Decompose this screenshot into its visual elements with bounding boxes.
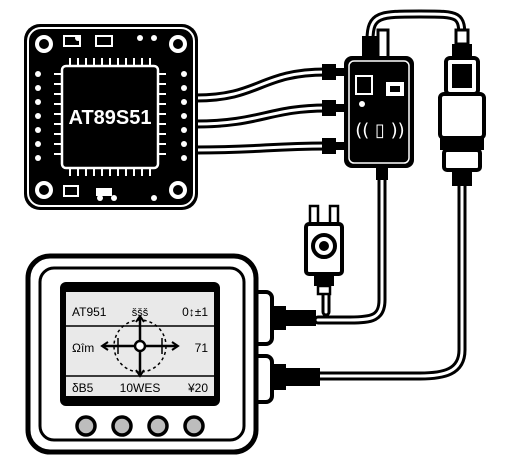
header-pins [35,35,187,201]
lcd-top-left: AT951 [72,305,107,319]
display-button-3[interactable] [147,415,169,437]
display-button-4[interactable] [183,415,205,437]
microcontroller-board: AT89S51 [24,24,198,210]
lcd-bottom-mid: 10WES [120,381,161,395]
display-button-1[interactable] [75,415,97,437]
module-plugs [322,64,346,154]
push-button-switch [304,204,344,296]
crosshair-icon [100,314,180,378]
lcd-top-right: 0↕±1 [182,305,208,319]
chip-label: AT89S51 [68,107,151,129]
inline-connector [438,28,486,186]
lcd-bottom-left: δB5 [72,381,94,395]
display-button-2[interactable] [111,415,133,437]
chip-pins [54,58,166,176]
lcd-top-mid: ššš [132,307,149,319]
lcd-mid-left: Ωîm [72,341,94,355]
lcd-bottom-right: ¥20 [187,381,208,395]
display-buttons [75,415,205,437]
lcd-mid-right: 71 [195,341,209,355]
wireless-icon: (( ▯ )) [355,120,404,141]
chip-body [60,64,160,170]
wireless-module: (( ▯ )) [322,28,414,180]
display-unit: AT951 ššš 0↕±1 Ωîm 71 δB5 10WES ¥20 [25,253,320,455]
